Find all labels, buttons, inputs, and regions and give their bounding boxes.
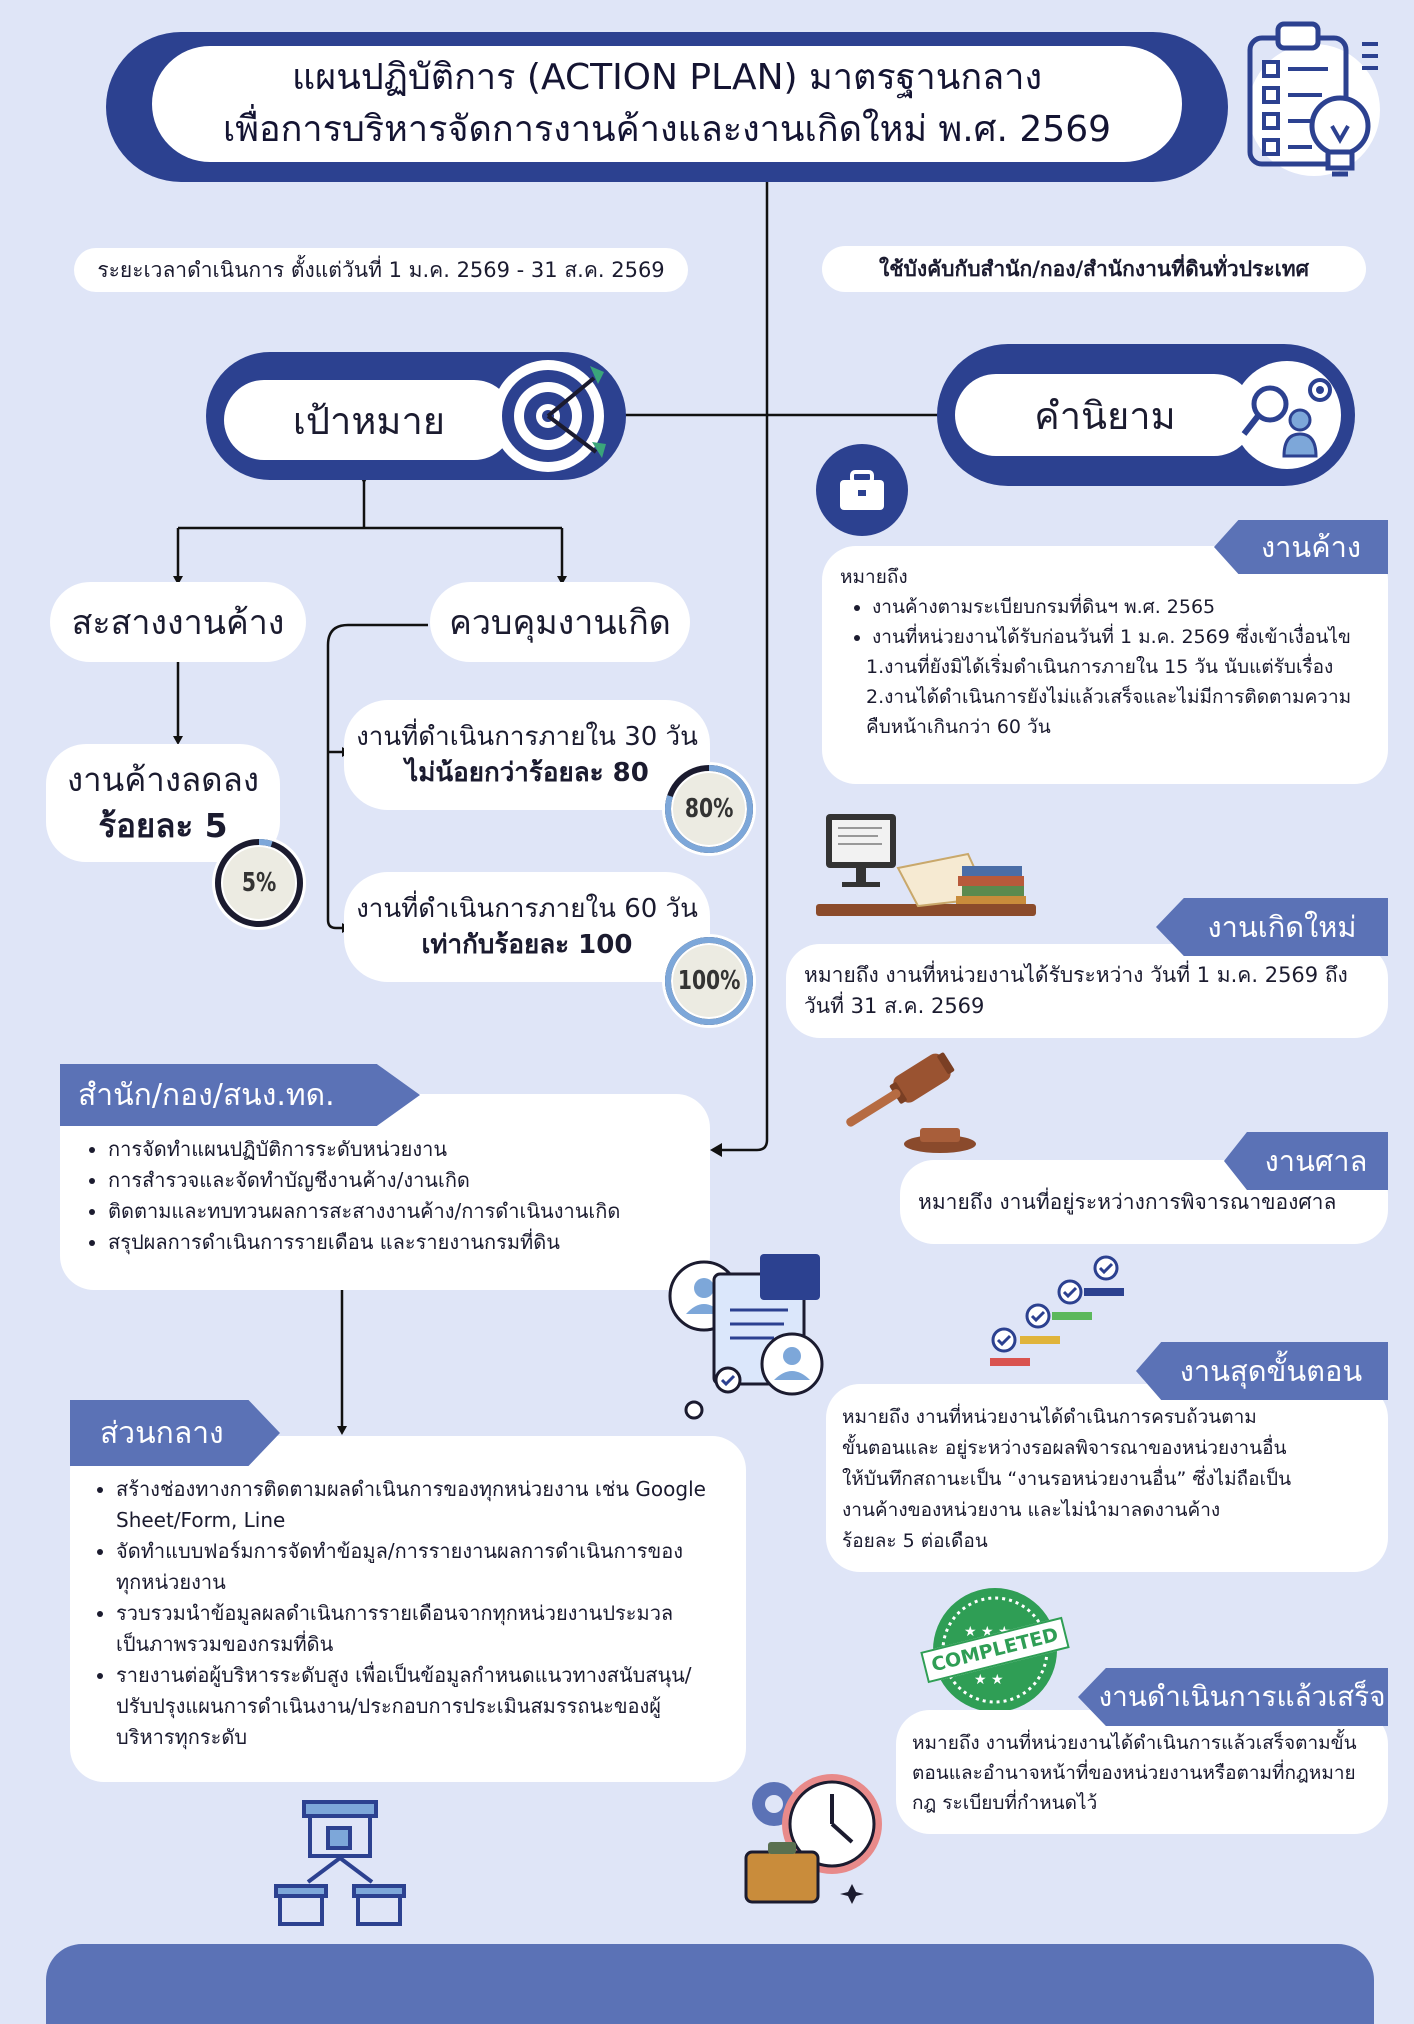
scope-text: ใช้บังคับกับสำนัก/กอง/สำนักงานที่ดินทั่ว… — [879, 256, 1309, 281]
steps-icon — [984, 1252, 1132, 1372]
def-final-step-line: งานค้างของหน่วยงาน และไม่นำมาลดงานค้าง — [842, 1499, 1221, 1521]
backlog-result-line1: งานค้างลดลง — [67, 760, 259, 799]
units-item: ติดตามและทบทวนผลการสะสางงานค้าง/การดำเนิ… — [108, 1196, 710, 1227]
ring-center — [223, 847, 295, 919]
central-title: ส่วนกลาง — [100, 1415, 224, 1451]
progress-ring-80: 80% — [660, 760, 758, 858]
def-new-work-card: หมายถึง งานที่หน่วยงานได้รับระหว่าง วันท… — [786, 944, 1388, 1038]
ring-center — [673, 773, 745, 845]
progress-label-80: 80% — [684, 794, 734, 824]
control-new-title: ควบคุมงานเกิด — [449, 603, 671, 643]
completed-stamp-text: COMPLETED — [920, 1616, 1070, 1684]
def-backlog-tab: งานค้าง — [1214, 520, 1388, 574]
def-new-work-text: หมายถึง งานที่หน่วยงานได้รับระหว่าง วันท… — [804, 963, 1348, 1018]
goals-title: เป้าหมาย — [292, 398, 446, 443]
central-item: สร้างช่องทางการติดตามผลดำเนินการของทุกหน… — [116, 1474, 706, 1536]
gavel-icon — [830, 1046, 986, 1156]
svg-text:★ ★: ★ ★ — [974, 1672, 1004, 1688]
definitions-title-box: คำนิยาม — [955, 374, 1255, 456]
central-list: สร้างช่องทางการติดตามผลดำเนินการของทุกหน… — [84, 1474, 706, 1753]
units-item: สรุปผลการดำเนินการรายเดือน และรายงานกรมท… — [108, 1227, 710, 1258]
clear-backlog-box: สะสางงานค้าง — [50, 582, 306, 662]
def-backlog-list: งานค้างตามระเบียบกรมที่ดินฯ พ.ศ. 2565 งา… — [840, 592, 1368, 652]
progress-label-5: 5% — [241, 868, 277, 898]
def-court-text: หมายถึง งานที่อยู่ระหว่างการพิจารณาของศา… — [918, 1189, 1337, 1214]
completed-stamp-icon: ★ ★ ★ ★ ★ COMPLETED — [920, 1584, 1070, 1716]
ring-progress-arc — [665, 765, 753, 853]
ring-center — [673, 945, 745, 1017]
units-list: การจัดทำแผนปฏิบัติการระดับหน่วยงาน การสำ… — [76, 1134, 710, 1258]
def-final-step-line: ขั้นตอนและ อยู่ระหว่างรอผลพิจารณาของหน่ว… — [842, 1437, 1287, 1459]
def-new-work-tab: งานเกิดใหม่ — [1156, 898, 1388, 956]
progress-label-100: 100% — [677, 966, 741, 996]
central-title-tab: ส่วนกลาง — [70, 1400, 280, 1466]
units-title: สำนัก/กอง/สนง.ทด. — [78, 1077, 335, 1113]
def-court-title: งานศาล — [1264, 1144, 1368, 1178]
def-completed-title: งานดำเนินการแล้วเสร็จ — [1098, 1680, 1386, 1713]
clear-backlog-title: สะสางงานค้าง — [71, 603, 285, 643]
def-new-work-title: งานเกิดใหม่ — [1207, 910, 1357, 944]
def-backlog-card: หมายถึง งานค้างตามระเบียบกรมที่ดินฯ พ.ศ.… — [822, 546, 1388, 784]
central-item: รายงานต่อผู้บริหารระดับสูง เพื่อเป็นข้อม… — [116, 1660, 706, 1753]
target-icon — [486, 350, 626, 482]
backlog-result-box: งานค้างลดลง ร้อยละ 5 — [46, 744, 280, 862]
ring-progress-arc — [215, 839, 303, 927]
def-backlog-cond-2: 2.งานได้ดำเนินการยังไม่แล้วเสร็จและไม่มี… — [866, 686, 1352, 738]
clipboard-bulb-icon — [1232, 14, 1380, 190]
def-completed-tab: งานดำเนินการแล้วเสร็จ — [1078, 1668, 1388, 1726]
units-item: การสำรวจและจัดทำบัญชีงานค้าง/งานเกิด — [108, 1165, 710, 1196]
units-title-tab: สำนัก/กอง/สนง.ทด. — [60, 1064, 420, 1126]
def-final-step-tab: งานสุดขั้นตอน — [1136, 1342, 1388, 1400]
target-60-line1: งานที่ดำเนินการภายใน 60 วัน — [356, 894, 698, 924]
def-court-tab: งานศาล — [1224, 1132, 1388, 1190]
def-final-step-line: ให้บันทึกสถานะเป็น “งานรอหน่วยงานอื่น” ซ… — [842, 1468, 1292, 1490]
desk-documents-icon — [812, 812, 1040, 932]
page-title-line1: แผนปฏิบัติการ (ACTION PLAN) มาตรฐานกลาง — [291, 57, 1043, 98]
target-60-days-box: งานที่ดำเนินการภายใน 60 วัน เท่ากับร้อยล… — [344, 872, 710, 982]
central-item: รวบรวมนำข้อมูลผลดำเนินการรายเดือนจากทุกห… — [116, 1598, 706, 1660]
def-backlog-bullet: งานที่หน่วยงานได้รับก่อนวันที่ 1 ม.ค. 25… — [872, 622, 1368, 652]
progress-ring-5: 5% — [210, 834, 308, 932]
def-final-step-card: หมายถึง งานที่หน่วยงานได้ดำเนินการครบถ้ว… — [826, 1384, 1388, 1572]
clock-briefcase-icon — [740, 1766, 888, 1914]
def-final-step-text: หมายถึง งานที่หน่วยงานได้ดำเนินการครบถ้ว… — [842, 1402, 1368, 1557]
target-30-line2: ไม่น้อยกว่าร้อยละ 80 — [405, 758, 649, 788]
target-30-days-box: งานที่ดำเนินการภายใน 30 วัน ไม่น้อยกว่าร… — [344, 700, 710, 810]
def-backlog-title: งานค้าง — [1260, 530, 1362, 564]
units-item: การจัดทำแผนปฏิบัติการระดับหน่วยงาน — [108, 1134, 710, 1165]
control-new-box: ควบคุมงานเกิด — [430, 582, 690, 662]
briefcase-icon — [814, 442, 910, 538]
goals-title-box: เป้าหมาย — [224, 380, 514, 460]
def-backlog-intro: หมายถึง — [840, 566, 908, 588]
progress-ring-100: 100% — [660, 932, 758, 1030]
footer-band — [46, 1944, 1374, 2024]
target-60-line2: เท่ากับร้อยละ 100 — [421, 930, 633, 960]
def-completed-text: หมายถึง งานที่หน่วยงานได้ดำเนินการแล้วเส… — [912, 1732, 1357, 1814]
header-title-box: แผนปฏิบัติการ (ACTION PLAN) มาตรฐานกลาง … — [152, 46, 1182, 162]
backlog-result-line2: ร้อยละ 5 — [98, 806, 228, 845]
definitions-title: คำนิยาม — [1034, 393, 1176, 438]
page-title-line2: เพื่อการบริหารจัดการงานค้างและงานเกิดใหม… — [222, 109, 1112, 150]
def-final-step-line: หมายถึง งานที่หน่วยงานได้ดำเนินการครบถ้ว… — [842, 1406, 1257, 1428]
store-network-icon — [274, 1798, 406, 1928]
scope-pill: ใช้บังคับกับสำนัก/กอง/สำนักงานที่ดินทั่ว… — [822, 246, 1366, 292]
period-text: ระยะเวลาดำเนินการ ตั้งแต่วันที่ 1 ม.ค. 2… — [97, 257, 665, 282]
def-final-step-title: งานสุดขั้นตอน — [1179, 1354, 1363, 1388]
search-person-icon — [1222, 356, 1352, 474]
target-30-line1: งานที่ดำเนินการภายใน 30 วัน — [356, 722, 698, 752]
central-item: จัดทำแบบฟอร์มการจัดทำข้อมูล/การรายงานผลก… — [116, 1536, 706, 1598]
def-backlog-bullet: งานค้างตามระเบียบกรมที่ดินฯ พ.ศ. 2565 — [872, 592, 1368, 622]
central-card: สร้างช่องทางการติดตามผลดำเนินการของทุกหน… — [70, 1436, 746, 1782]
documents-profile-icon — [664, 1240, 840, 1420]
ring-progress-arc — [665, 937, 753, 1025]
def-backlog-cond-1: 1.งานที่ยังมิได้เริ่มดำเนินการภายใน 15 ว… — [866, 656, 1334, 678]
units-card: การจัดทำแผนปฏิบัติการระดับหน่วยงาน การสำ… — [60, 1094, 710, 1290]
def-completed-card: หมายถึง งานที่หน่วยงานได้ดำเนินการแล้วเส… — [896, 1710, 1388, 1834]
def-final-step-line: ร้อยละ 5 ต่อเดือน — [842, 1530, 988, 1552]
period-pill: ระยะเวลาดำเนินการ ตั้งแต่วันที่ 1 ม.ค. 2… — [74, 248, 688, 292]
